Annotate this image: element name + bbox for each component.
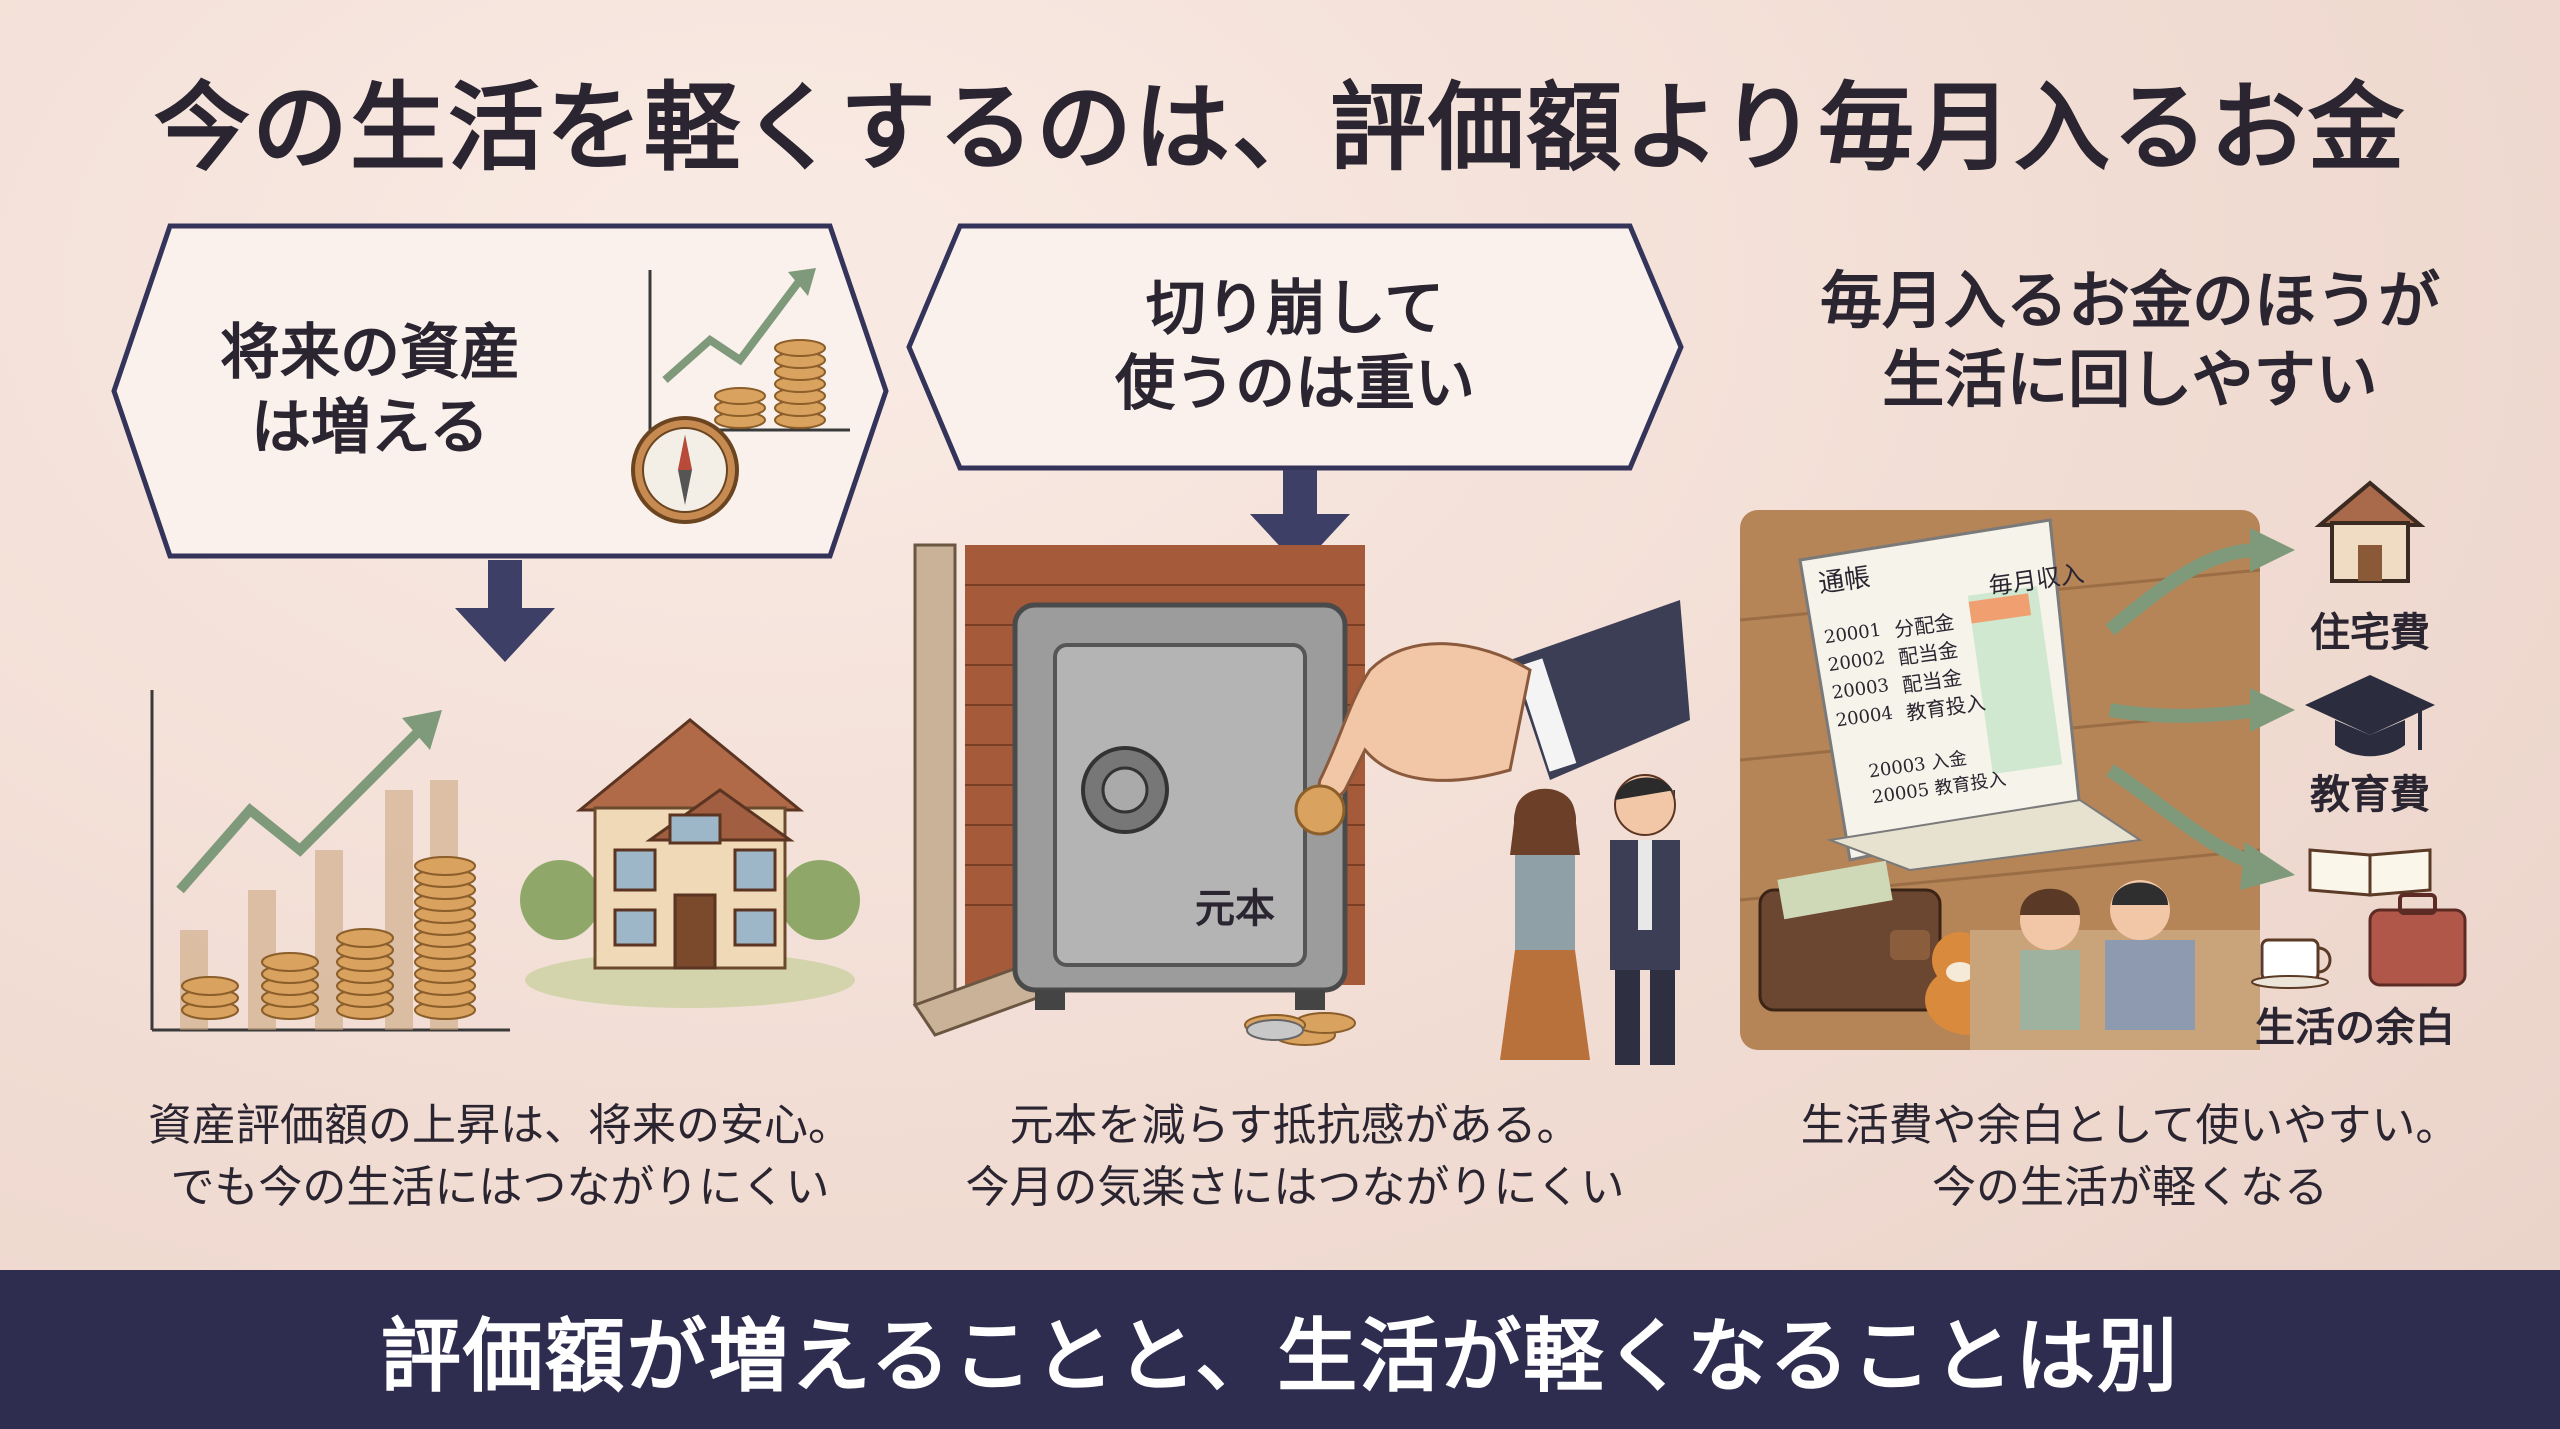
passbook-entries: 分配金 配当金 配当金 教育投入	[1893, 605, 1988, 727]
panel3-heading: 毎月入るお金のほうが 生活に回しやすい	[1700, 262, 2560, 419]
panel2-heading-line2: 使うのは重い	[1115, 349, 1475, 419]
hand-coin-illustration	[1294, 600, 1690, 836]
house-illustration	[520, 718, 860, 1008]
asset-growth-chart	[150, 690, 510, 1032]
flow-arrows	[2105, 528, 2295, 890]
couple-illustration	[1500, 774, 1680, 1065]
panel2-desc-line1: 元本を減らす抵抗感がある。	[1009, 1100, 1581, 1151]
panel2-description: 元本を減らす抵抗感がある。 今月の気楽さにはつながりにくい	[900, 1095, 1690, 1218]
panel1-down-arrow	[455, 560, 555, 662]
house-icon	[2314, 480, 2426, 583]
housing-cost-label: 住宅費	[2310, 610, 2430, 656]
education-cost-label: 教育費	[2310, 772, 2430, 818]
panel1-heading-line1: 将来の資産	[220, 318, 520, 388]
panel2-heading-box: 切り崩して 使うのは重い	[905, 222, 1685, 472]
bottom-banner: 評価額が増えることと、生活が軽くなることは別	[0, 1270, 2560, 1429]
panel1-heading-line2: は増える	[250, 393, 490, 463]
banner-text: 評価額が増えることと、生活が軽くなることは別	[380, 1309, 2180, 1403]
panel3-heading-line2: 生活に回しやすい	[1882, 342, 2378, 416]
passbook-title: 通帳	[1816, 562, 1873, 600]
panel1-description: 資産評価額の上昇は、将来の安心。 でも今の生活にはつながりにくい	[60, 1095, 940, 1218]
panel1-desc-line2: でも今の生活にはつながりにくい	[170, 1161, 830, 1213]
page-title: 今の生活を軽くするのは、評価額より毎月入るお金	[153, 72, 2407, 184]
safe-principal-label: 元本	[1195, 886, 1275, 932]
panel3-description: 生活費や余白として使いやすい。 今の生活が軽くなる	[1720, 1095, 2540, 1218]
panel2-heading-line1: 切り崩して	[1145, 274, 1445, 344]
panel3-desc-line1: 生活費や余白として使いやすい。	[1800, 1100, 2460, 1151]
life-margin-label: 生活の余白	[2255, 1005, 2455, 1051]
safe-illustration	[912, 543, 1365, 1046]
passbook-entry: 入金	[1929, 747, 1969, 774]
panel3-heading-line1: 毎月入るお金のほうが	[1819, 264, 2440, 337]
panel3-desc-line2: 今の生活が軽くなる	[1932, 1161, 2328, 1213]
graduation-cap-icon	[2305, 675, 2435, 757]
panel2-desc-line2: 今月の気楽さにはつながりにくい	[965, 1161, 1625, 1213]
panel2-down-arrow	[1250, 470, 1350, 568]
leisure-icons	[2251, 848, 2467, 989]
passbook-scene: 通帳 毎月収入 20001 20002 20003 20004 分配金 配当金 …	[1740, 510, 2260, 1050]
panel1-desc-line1: 資産評価額の上昇は、将来の安心。	[148, 1100, 852, 1151]
growth-compass-illustration	[631, 268, 850, 524]
passbook-row-id: 20005	[1870, 779, 1931, 809]
